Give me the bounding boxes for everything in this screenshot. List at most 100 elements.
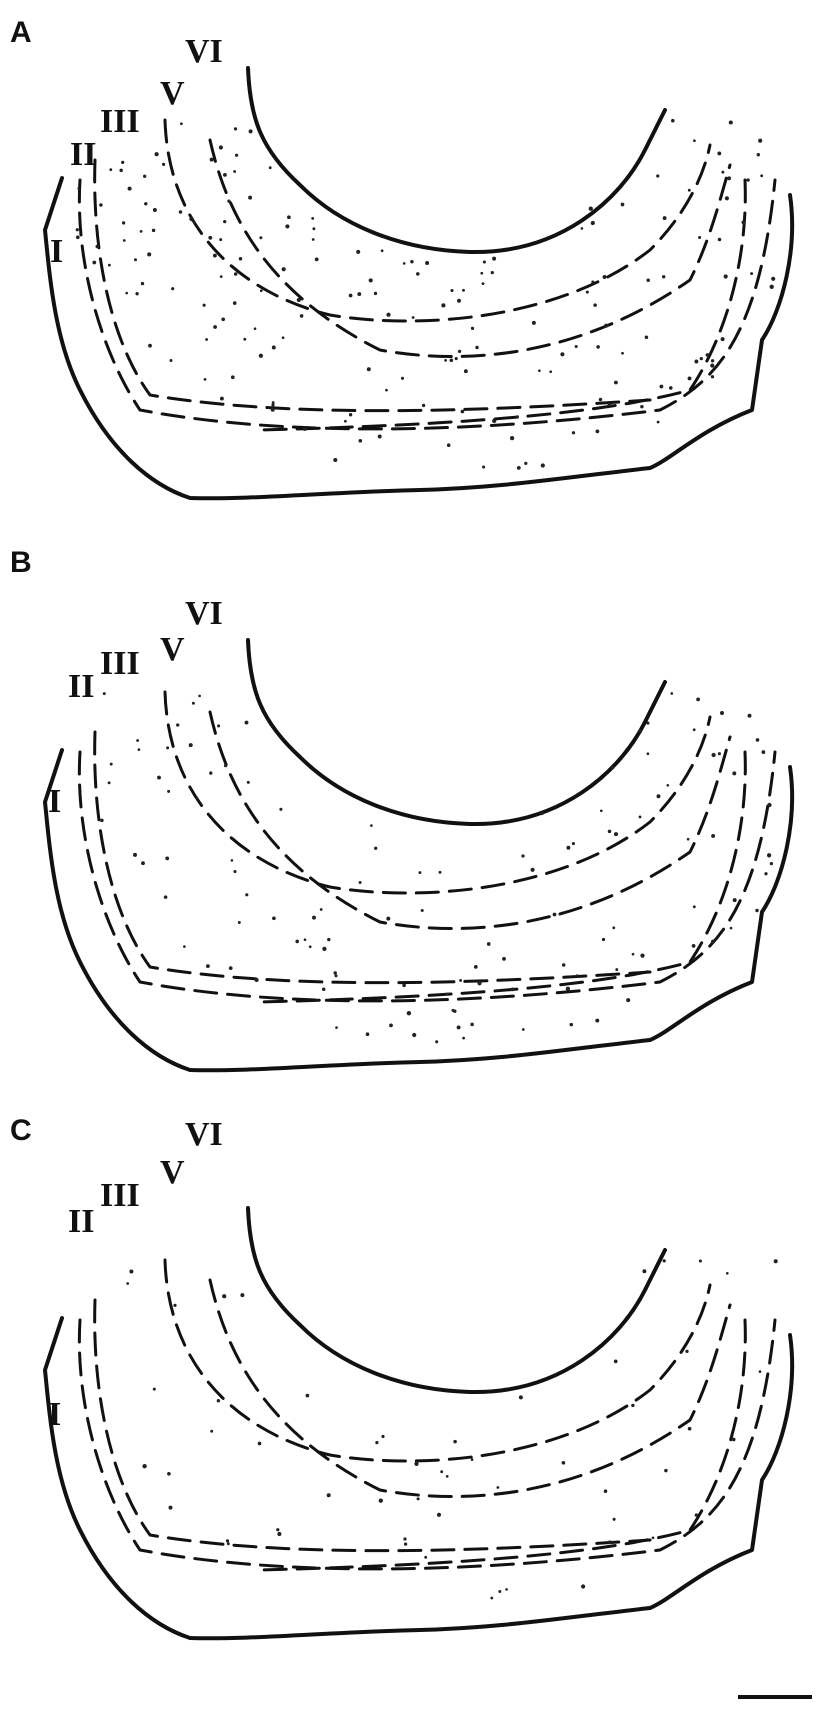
labeled-cell: [142, 1464, 147, 1469]
labeled-cell: [490, 270, 494, 275]
labeled-cell: [758, 138, 763, 143]
labeled-cell: [303, 938, 307, 942]
labeled-cell: [165, 856, 170, 861]
labeled-cell: [515, 415, 519, 419]
labeled-cell: [717, 752, 721, 756]
labeled-cell: [147, 252, 152, 257]
labeled-cell: [348, 413, 353, 417]
labeled-cell: [134, 258, 137, 262]
labeled-cell: [321, 987, 326, 991]
labeled-cell: [403, 1537, 407, 1541]
labeled-cell: [243, 337, 247, 341]
layer-label-i: I: [50, 233, 63, 270]
labeled-cell: [692, 728, 696, 732]
labeled-cell: [126, 1282, 130, 1285]
labeled-cell: [312, 227, 316, 231]
layer-label-vi: VI: [185, 1116, 223, 1153]
layer-label-iii: III: [100, 1177, 140, 1214]
labeled-cell: [119, 168, 123, 173]
labeled-cell: [425, 260, 430, 266]
labeled-cell: [259, 236, 263, 240]
labeled-cell: [569, 1022, 574, 1027]
labeled-cell: [711, 939, 715, 944]
labeled-cell: [521, 854, 525, 858]
labeled-cell: [366, 367, 371, 372]
labeled-cell: [217, 724, 221, 728]
labeled-cell: [498, 1590, 502, 1593]
labeled-cell: [602, 275, 607, 279]
labeled-cell: [640, 404, 644, 409]
labeled-cell: [615, 968, 619, 972]
labeled-cell: [727, 176, 732, 181]
labeled-cell: [482, 465, 486, 469]
labeled-cell: [424, 1555, 428, 1559]
labeled-cell: [216, 1399, 221, 1403]
panel-letter-b: B: [10, 546, 32, 579]
labeled-cell: [496, 1486, 500, 1489]
labeled-cell: [656, 420, 660, 424]
labeled-cell: [368, 278, 373, 283]
labeled-cell: [509, 435, 515, 441]
labeled-cell: [638, 729, 642, 733]
brain-section-outline: [43, 66, 795, 501]
labeled-cell: [662, 275, 666, 279]
labeled-cell: [152, 1387, 156, 1391]
layer-label-i: I: [48, 1396, 61, 1433]
labeled-cell: [225, 1539, 230, 1543]
labeled-cell: [670, 692, 674, 695]
labeled-cell: [209, 157, 214, 162]
labeled-cell: [183, 945, 186, 948]
labeled-cell: [373, 291, 378, 296]
labeled-cell: [666, 783, 670, 787]
labeled-cell: [596, 345, 600, 349]
labeled-cell: [100, 818, 104, 823]
labeled-cell: [470, 1022, 474, 1027]
labeled-cell: [710, 359, 715, 363]
labeled-cell: [721, 170, 725, 174]
labeled-cell: [620, 202, 625, 207]
labeled-cell: [191, 701, 195, 705]
labeled-cell: [450, 288, 454, 293]
labeled-cell: [95, 244, 99, 249]
labeled-cell: [685, 1349, 689, 1354]
labeled-cell: [604, 323, 609, 328]
labeled-cell: [223, 763, 228, 768]
labeled-cell: [136, 739, 140, 742]
labeled-cell: [656, 174, 660, 178]
layer-label-v: V: [160, 1154, 185, 1191]
labeled-cell: [365, 1032, 370, 1037]
brain-section-outline: [43, 1206, 795, 1641]
labeled-cell: [258, 353, 264, 358]
labeled-cell: [444, 359, 447, 362]
labeled-cell: [178, 210, 183, 214]
labeled-cell: [232, 301, 237, 305]
labeled-cell: [411, 316, 415, 319]
labeled-cell: [375, 1440, 379, 1445]
labeled-cell: [613, 832, 619, 837]
labeled-cell: [457, 349, 462, 354]
labeled-cell: [435, 1040, 439, 1044]
labeled-cell: [233, 869, 237, 874]
labeled-cell: [222, 1294, 227, 1299]
labeled-cell: [226, 1542, 230, 1546]
labeled-cell: [608, 1540, 612, 1544]
labeled-cell: [440, 1470, 444, 1474]
labeled-cell: [524, 461, 528, 465]
labeled-cell: [420, 908, 424, 913]
labeled-cell: [412, 1032, 417, 1038]
labeled-cell: [245, 893, 249, 897]
labeled-cell: [238, 257, 243, 261]
labeled-cell: [438, 870, 442, 874]
labeled-cell: [642, 1269, 647, 1274]
layer-label-vi: VI: [185, 33, 223, 70]
labeled-cell: [565, 986, 571, 991]
labeled-cell: [99, 203, 103, 207]
labeled-cell: [769, 284, 774, 289]
labeled-cell: [612, 926, 616, 930]
labeled-cell: [588, 206, 593, 211]
labeled-cell: [723, 274, 728, 279]
labeled-cell: [687, 188, 691, 192]
labeled-cell: [612, 1517, 616, 1521]
labeled-cell: [418, 871, 422, 875]
labeled-cell: [416, 272, 420, 276]
